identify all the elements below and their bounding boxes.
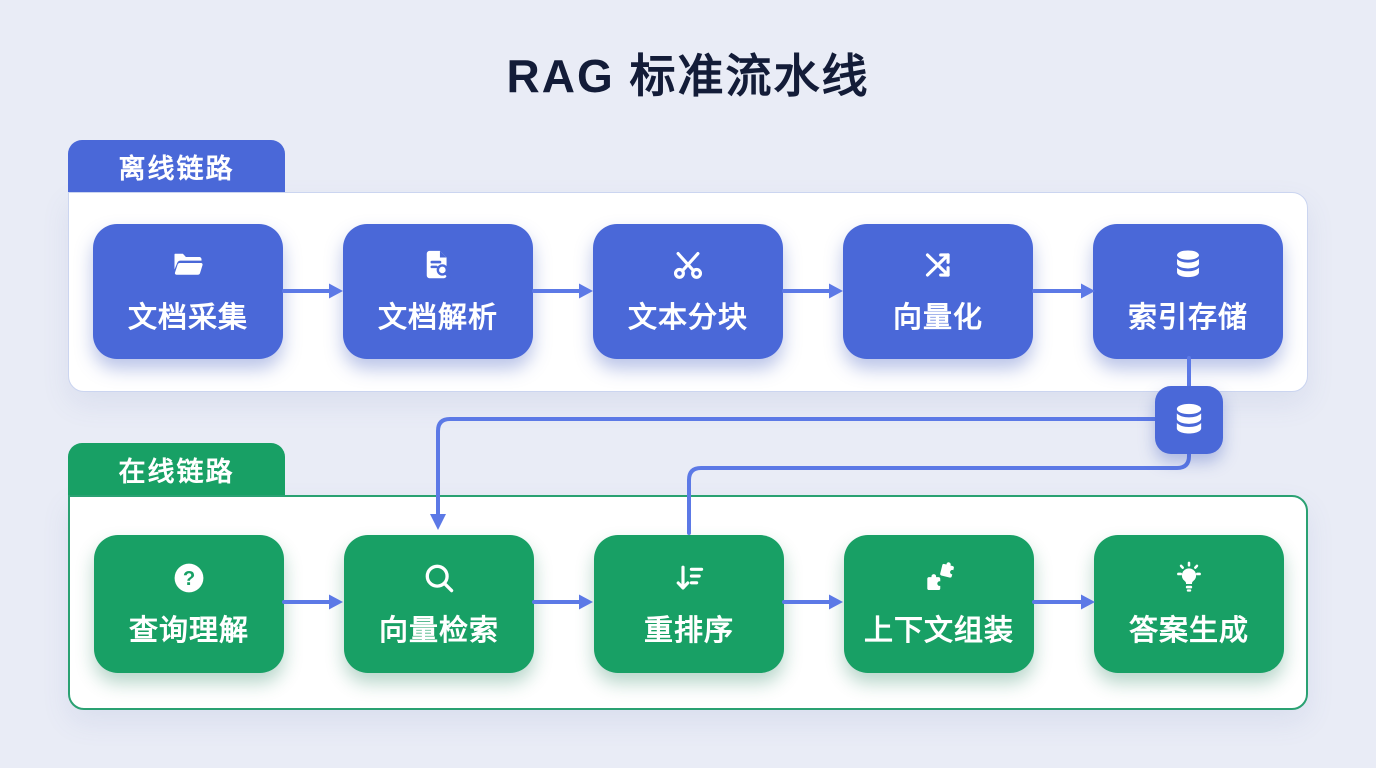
- lane-offline-label: 离线链路: [118, 153, 235, 184]
- folder-open-icon: [174, 253, 203, 275]
- node-index-store-label: 向量化: [892, 302, 983, 334]
- search-icon: [425, 564, 454, 592]
- node-vector-retrieve-label: 向量检索: [378, 614, 499, 647]
- lightbulb-icon: [1177, 561, 1201, 592]
- node-doc-collect-label: 文档采集: [127, 302, 248, 334]
- document-search-icon: [426, 250, 451, 279]
- node-text-chunk: 文本分块: [593, 224, 783, 359]
- database-icon: [1177, 250, 1199, 278]
- node-context-assemble: 上下文组装: [844, 535, 1034, 673]
- node-answer-generate-label: 答案生成: [1128, 614, 1249, 647]
- node-text-chunk-label: 文本分块: [627, 302, 748, 334]
- node-rerank-label: 重排序: [643, 614, 734, 647]
- scissors-icon: [673, 252, 703, 279]
- node-rerank: 重排序: [594, 535, 784, 673]
- lane-offline: 离线链路 文档采集 文档解析: [68, 140, 1308, 392]
- svg-text:?: ?: [183, 567, 195, 589]
- sort-descending-icon: [676, 565, 704, 589]
- lane-online: 在线链路 ? 查询理解 向量检索 重排序: [68, 443, 1308, 710]
- database-icon: [1176, 403, 1202, 434]
- node-doc-collect: 文档采集: [93, 224, 283, 359]
- lane-online-card: ? 查询理解 向量检索 重排序: [68, 495, 1308, 710]
- node-answer-generate: 答案生成: [1094, 535, 1284, 673]
- question-circle-icon: ?: [174, 563, 204, 592]
- node-vector-retrieve: 向量检索: [344, 535, 534, 673]
- page-title: RAG 标准流水线: [506, 50, 870, 102]
- node-context-assemble-label: 上下文组装: [863, 614, 1014, 647]
- vector-arrows-icon: [925, 253, 950, 277]
- lane-offline-card: 文档采集 文档解析 文本分块: [68, 192, 1308, 392]
- node-doc-parse-label: 文档解析: [377, 302, 498, 334]
- node-query-understand: ? 查询理解: [94, 535, 284, 673]
- lane-offline-tab: 离线链路: [68, 140, 285, 192]
- node-vectorize-label: 索引存储: [1127, 302, 1248, 334]
- node-doc-parse: 文档解析: [343, 224, 533, 359]
- node-vectorize: 向量化: [843, 224, 1033, 359]
- node-query-understand-label: 查询理解: [128, 614, 249, 647]
- puzzle-icon: [927, 561, 954, 590]
- node-index-store: 索引存储: [1093, 224, 1283, 359]
- lane-online-tab: 在线链路: [68, 443, 285, 495]
- lane-online-label: 在线链路: [118, 456, 235, 487]
- vector-store-relay-node: [1155, 386, 1223, 454]
